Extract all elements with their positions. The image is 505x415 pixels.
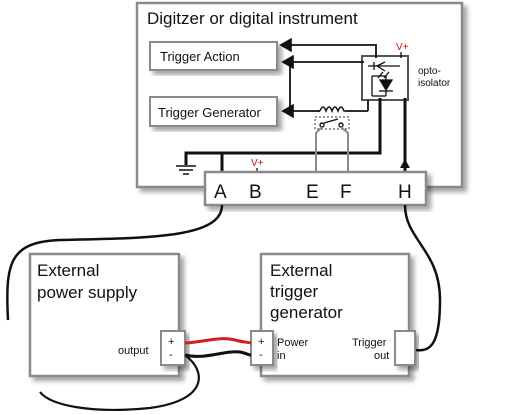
h-input-arrow [400,159,410,168]
pin-b-label: B [249,182,262,203]
connector-strip [203,170,428,207]
trigger-gen-trigger-label-2: out [374,350,389,362]
power-supply-title-2: power supply [37,283,138,302]
trigger-action-label: Trigger Action [160,49,240,64]
wire-pin-a-to-power-supply [6,204,224,321]
trigger-action-box [149,41,278,71]
trigger-gen-trigger-label-1: Trigger [352,337,387,349]
trigger-gen-output-terminal [394,330,416,366]
power-supply-terminal [160,330,186,366]
power-supply-box [28,252,181,378]
trigger-generator-wires [281,70,369,119]
trigger-gen-power-label-2: in [277,350,286,362]
trigger-gen-box [259,252,411,378]
trigger-generator-label: Trigger Generator [158,105,262,120]
trigger-gen-power-label-1: Power [277,337,309,349]
pin-h-label: H [398,182,412,203]
trigger-gen-title-1: External [270,261,332,280]
wire-negative-black [184,350,252,358]
trigger-generator-box [149,96,278,127]
vplus-opto-label: V+ [396,42,409,53]
pin-a-label: A [214,182,227,203]
trigger-gen-title-2: trigger [270,282,319,301]
power-supply-output-label: output [118,345,149,357]
trigger-gen-plus: + [258,336,264,348]
pin-f-label: F [340,182,352,203]
vplus-b-label: V+ [251,158,264,169]
power-supply-minus: - [169,349,173,361]
opto-to-trigger-action-wires [279,37,377,70]
wire-ground-loop [39,355,200,411]
trigger-gen-power-terminal [250,330,274,366]
optoisolator-symbol [368,61,400,97]
ground-icon [176,165,196,175]
power-supply-plus: + [168,336,174,348]
optoisolator-label-2: isolator [418,78,451,89]
pin-e-label: E [306,182,319,203]
instrument-title: Digitzer or digital instrument [147,9,358,28]
relay-to-ef-wires [315,126,349,176]
wire-pin-h-to-trigger-out [403,204,442,352]
relay-coil-icon [319,106,346,114]
trigger-gen-minus: - [259,349,263,361]
power-supply-title-1: External [37,261,99,280]
trigger-gen-title-3: generator [270,303,343,322]
optoisolator-label-1: opto- [418,66,441,77]
optoisolator-box [361,55,409,101]
wire-positive-red [184,337,252,345]
